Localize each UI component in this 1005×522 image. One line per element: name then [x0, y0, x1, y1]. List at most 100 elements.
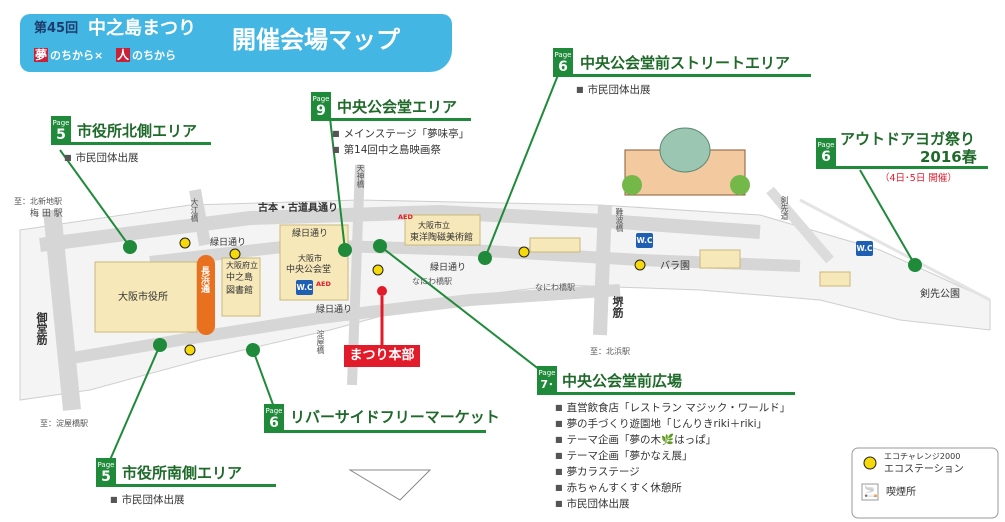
road-south — [59, 284, 621, 366]
label-to-kitashinchi: 至：北新地駅 — [14, 197, 62, 206]
label-city-hall: 大阪市役所 — [118, 292, 168, 303]
wc-hall[interactable]: W.C — [296, 280, 313, 295]
small-block2 — [699, 249, 741, 269]
list-item: 直営飲食店「レストラン マジック・ワールド」 — [555, 400, 791, 415]
hall-illustration — [622, 127, 750, 196]
festival-name: 中之島まつり — [88, 18, 196, 39]
area-yoga-title2: 2016春 — [920, 148, 977, 166]
label-naniwa-exit: なにわ橋駅 — [535, 283, 575, 292]
area-riverside[interactable]: リバーサイドフリーマーケット — [290, 408, 500, 426]
area-central-street[interactable]: 中央公会堂前ストリートエリア — [580, 54, 791, 72]
underline-south — [96, 484, 276, 487]
road-ootsuka — [189, 188, 211, 247]
hq-marker[interactable] — [377, 286, 387, 296]
label-tenjin: 天神橋 — [356, 164, 365, 188]
slogan-char2: 人 — [116, 48, 131, 62]
label-ryokuin-1: 緑日通り — [210, 238, 247, 248]
hall-block — [279, 224, 349, 301]
underline-riverside — [264, 430, 486, 433]
legend-smoking: 喫煙所 — [886, 487, 916, 498]
label-library-3: 図書館 — [226, 286, 254, 296]
underline-central-plaza — [537, 392, 795, 395]
label-orange-street: 長浜通 — [199, 266, 209, 293]
label-aed-1: AED — [398, 213, 413, 221]
list-item: テーマ企画「夢の木🌿はっぱ」 — [555, 432, 717, 447]
road-ryokuin — [149, 238, 801, 272]
label-sakaisuji: 堺筋 — [611, 296, 624, 318]
label-museum-2: 東洋陶磁美術館 — [410, 233, 474, 243]
list-item: 市民団体出展 — [576, 82, 651, 97]
eco-stations — [179, 237, 646, 356]
road-east — [766, 186, 834, 264]
label-ryokuin-2: 緑日通り — [292, 229, 329, 239]
small-block1 — [529, 237, 581, 253]
label-yodoyabashi-bridge: 淀屋橋 — [316, 330, 325, 354]
library-block — [221, 257, 261, 317]
underline-north — [51, 142, 211, 145]
small-block3 — [819, 271, 851, 287]
area-yoga-title1[interactable]: アウトドアヨガ祭り — [840, 130, 976, 148]
label-rose-garden: バラ園 — [660, 261, 690, 272]
label-kensen-park: 剣先公園 — [920, 289, 960, 300]
label-library-2: 中之島 — [226, 273, 254, 283]
hq-label[interactable]: まつり本部 — [344, 345, 420, 367]
header-banner: 第45回 中之島まつり 夢 のちから× 人 のちから 開催会場マップ — [20, 14, 452, 72]
legend-eco-2: エコステーション — [884, 464, 964, 475]
road-east2 — [799, 198, 991, 302]
underline-central-hall — [311, 118, 471, 121]
area-north-city-hall[interactable]: 市役所北側エリア — [77, 122, 198, 140]
slogan-char1: 夢 — [34, 48, 49, 62]
slogan-part1: のちから× — [50, 49, 104, 62]
orange-street — [197, 255, 215, 335]
label-to-kitahama: 至：北浜駅 — [590, 347, 630, 356]
label-aed-2: AED — [316, 280, 331, 288]
wc-sakaisuji[interactable]: W.C — [636, 233, 653, 248]
road-sakaisuji — [593, 204, 612, 336]
museum-block — [404, 214, 481, 246]
label-hall-2: 中央公会堂 — [286, 265, 332, 275]
road-midosuji — [43, 209, 81, 411]
label-museum-1: 大阪市立 — [418, 221, 450, 230]
list-item: テーマ企画「夢かなえ展」 — [555, 448, 693, 463]
underline-central-street — [553, 74, 811, 77]
wc-east[interactable]: W.C — [856, 241, 873, 256]
list-item: メインステージ「夢味亭」 — [332, 126, 470, 141]
label-library-1: 大阪府立 — [226, 261, 258, 270]
list-item: 夢の手づくり遊園地「じんりきriki＋riki」 — [555, 416, 767, 431]
smoking-icon: 🚬 — [864, 485, 878, 498]
yoga-dates: （4日･5日 開催） — [880, 173, 957, 184]
area-central-plaza[interactable]: 中央公会堂前広場 — [562, 372, 683, 390]
label-ryokuin-4: 緑日通り — [430, 263, 467, 273]
legend-star — [863, 456, 877, 470]
legend-box — [851, 447, 999, 519]
label-naniwa-bridge: 難波橋 — [615, 208, 624, 232]
legend-smoking-box — [861, 483, 879, 501]
paper-plane — [348, 469, 432, 501]
road-north — [39, 204, 761, 252]
list-item: 第14回中之島映画祭 — [332, 142, 441, 157]
slogan-part2: のちから — [132, 49, 176, 62]
label-kofun-street: 古本・古道具通り — [258, 203, 338, 214]
legend-eco-1: エコチャレンジ2000 — [884, 452, 961, 461]
edition: 第45回 — [34, 21, 79, 36]
label-midosuji: 御堂筋 — [35, 312, 48, 345]
label-hall-1: 大阪市 — [298, 254, 322, 263]
hq-text: まつり本部 — [349, 348, 415, 363]
city-hall-block — [94, 261, 198, 333]
label-rokubansuji: 剣先道 — [780, 196, 789, 220]
list-item: 赤ちゃんすくすく休憩所 — [555, 480, 682, 495]
list-item: 市民団体出展 — [555, 496, 630, 511]
label-ootsukabashi: 大江橋 — [190, 198, 199, 222]
area-central-hall[interactable]: 中央公会堂エリア — [337, 98, 458, 116]
map-title: 開催会場マップ — [232, 26, 400, 54]
area-south-city-hall[interactable]: 市役所南側エリア — [122, 464, 243, 482]
list-item: 夢カラステージ — [555, 464, 640, 479]
label-umeda: 梅 田 駅 — [30, 209, 63, 219]
